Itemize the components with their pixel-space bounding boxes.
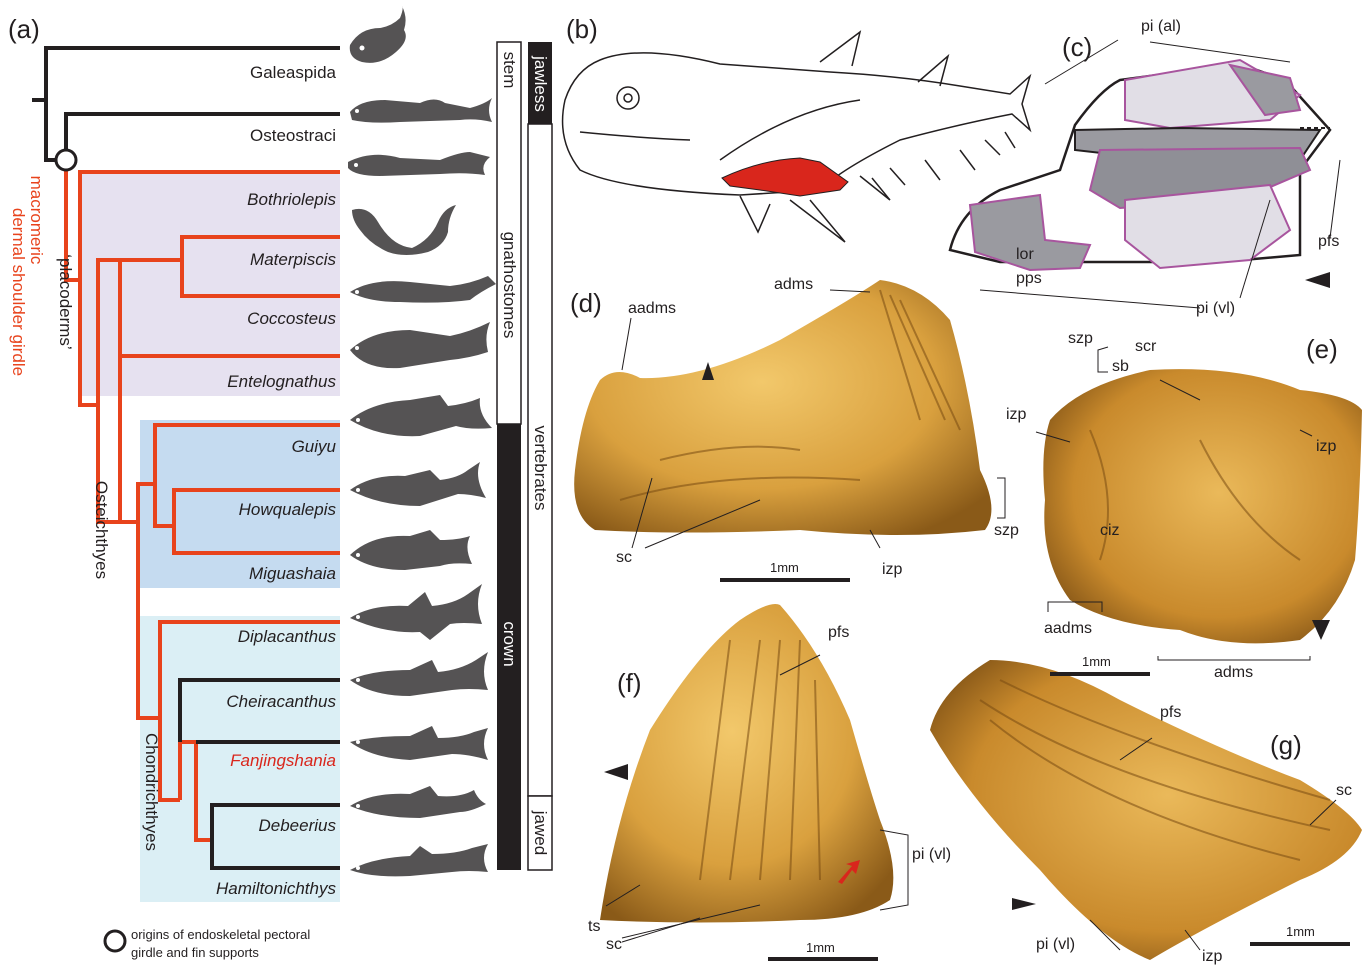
taxon-label: Materpiscis — [146, 250, 336, 270]
bothriolepis2-silhouette-icon — [352, 205, 456, 255]
label-c-pfs: pfs — [1318, 233, 1339, 251]
label-c-lor: lor — [1016, 246, 1034, 264]
taxon-label: Debeerius — [146, 816, 336, 836]
arrowhead-e-icon — [1312, 620, 1330, 640]
label-f-pi-vl: pi (vl) — [912, 846, 951, 864]
scale-bar-g — [1250, 942, 1350, 946]
scale-bar-d — [720, 578, 850, 582]
side-label-line2: dermal shoulder girdle — [8, 192, 28, 392]
group-label-placoderms: ‘placoderms’ — [55, 247, 75, 357]
taxon-label: Cheiracanthus — [146, 692, 336, 712]
panel-label-b: (b) — [566, 14, 598, 45]
panel-label-e: (e) — [1306, 334, 1338, 365]
panel-label-c: (c) — [1062, 32, 1092, 63]
taxon-label: Coccosteus — [146, 309, 336, 329]
label-e-ciz: ciz — [1100, 522, 1120, 540]
panel-b-shoulder-girdle-highlight — [722, 158, 848, 196]
panel-c-spine-drawing — [950, 40, 1340, 308]
label-e-adms: adms — [1214, 664, 1253, 682]
bothriolepis-silhouette-icon — [348, 152, 490, 176]
bar-label-jawed: jawed — [530, 803, 550, 863]
panel-label-a: (a) — [8, 14, 40, 45]
label-f-ts: ts — [588, 918, 600, 936]
materpiscis-silhouette-icon — [350, 276, 496, 303]
label-d-szp: szp — [994, 522, 1019, 540]
taxon-label: Osteostraci — [146, 126, 336, 146]
legend-text-line2: girdle and fin supports — [131, 945, 259, 960]
taxon-label: Miguashaia — [146, 564, 336, 584]
label-d-aadms: aadms — [628, 300, 676, 318]
taxon-label: Diplacanthus — [146, 627, 336, 647]
label-c-pi-al: pi (al) — [1141, 18, 1181, 36]
arrowhead-g-icon — [1012, 898, 1036, 910]
label-f-pfs: pfs — [828, 624, 849, 642]
taxon-label-highlighted: Fanjingshania — [146, 751, 336, 771]
endoskeleton-origin-node — [56, 150, 76, 170]
coccosteus-silhouette-icon — [350, 322, 490, 368]
label-e-scale: 1mm — [1082, 654, 1111, 669]
cheiracanthus-silhouette-icon — [350, 726, 488, 760]
group-label-chondrichthyes: Chondrichthyes — [141, 727, 161, 857]
label-e-aadms: aadms — [1044, 620, 1092, 638]
legend-circle-icon — [105, 931, 125, 951]
debeerius-silhouette-icon — [350, 844, 488, 876]
label-g-izp: izp — [1202, 948, 1222, 966]
label-e-izp-right: izp — [1316, 438, 1336, 456]
bar-label-crown: crown — [499, 614, 519, 674]
taxon-label: Howqualepis — [146, 500, 336, 520]
label-e-izp-left: izp — [1006, 406, 1026, 424]
group-label-osteichthyes: Osteichthyes — [91, 475, 111, 585]
panel-f-fossil-photo — [600, 604, 893, 923]
panel-label-d: (d) — [570, 288, 602, 319]
diplacanthus-silhouette-icon — [350, 652, 488, 696]
label-d-scale: 1mm — [770, 560, 799, 575]
scale-bar-f — [768, 957, 878, 961]
fish-silhouettes — [348, 6, 496, 876]
label-c-pps: pps — [1016, 270, 1042, 288]
bar-label-stem: stem — [499, 40, 519, 100]
label-d-adms: adms — [774, 276, 813, 294]
taxon-label: Bothriolepis — [146, 190, 336, 210]
label-d-sc: sc — [616, 549, 632, 567]
bar-label-jawless: jawless — [530, 49, 550, 119]
panel-label-f: (f) — [617, 668, 642, 699]
bar-label-gnathostomes: gnathostomes — [499, 220, 519, 350]
galeaspid-silhouette-icon — [350, 6, 406, 63]
label-c-pi-vl: pi (vl) — [1196, 300, 1235, 318]
panel-d-fossil-photo — [574, 280, 991, 535]
label-e-scr: scr — [1135, 338, 1156, 356]
label-d-izp: izp — [882, 561, 902, 579]
bar-label-vertebrates: vertebrates — [530, 418, 550, 518]
label-g-pi-vl: pi (vl) — [1036, 936, 1075, 954]
taxon-label: Guiyu — [146, 437, 336, 457]
label-f-scale: 1mm — [806, 940, 835, 955]
label-g-pfs: pfs — [1160, 704, 1181, 722]
side-label-line1: macromeric — [26, 170, 46, 270]
legend-text-line1: origins of endoskeletal pectoral — [131, 927, 310, 942]
label-e-szp: szp — [1068, 330, 1093, 348]
guiyu-silhouette-icon — [350, 462, 486, 506]
taxon-label: Hamiltonichthys — [146, 879, 336, 899]
label-f-sc: sc — [606, 936, 622, 954]
arrowhead-f-icon — [604, 764, 628, 780]
label-g-sc: sc — [1336, 782, 1352, 800]
taxon-label: Galeaspida — [146, 63, 336, 83]
scale-bar-e — [1050, 672, 1150, 676]
taxon-label: Entelognathus — [146, 372, 336, 392]
osteostracan-silhouette-icon — [350, 98, 492, 123]
label-e-sb: sb — [1112, 358, 1129, 376]
panel-label-g: (g) — [1270, 730, 1302, 761]
fanjingshania-silhouette-icon — [350, 786, 486, 818]
miguashaia-silhouette-icon — [350, 584, 482, 640]
entelognathus-silhouette-icon — [350, 395, 492, 436]
panel-b-fish-drawing — [563, 32, 1030, 242]
howqualepis-silhouette-icon — [350, 530, 472, 570]
label-g-scale: 1mm — [1286, 924, 1315, 939]
